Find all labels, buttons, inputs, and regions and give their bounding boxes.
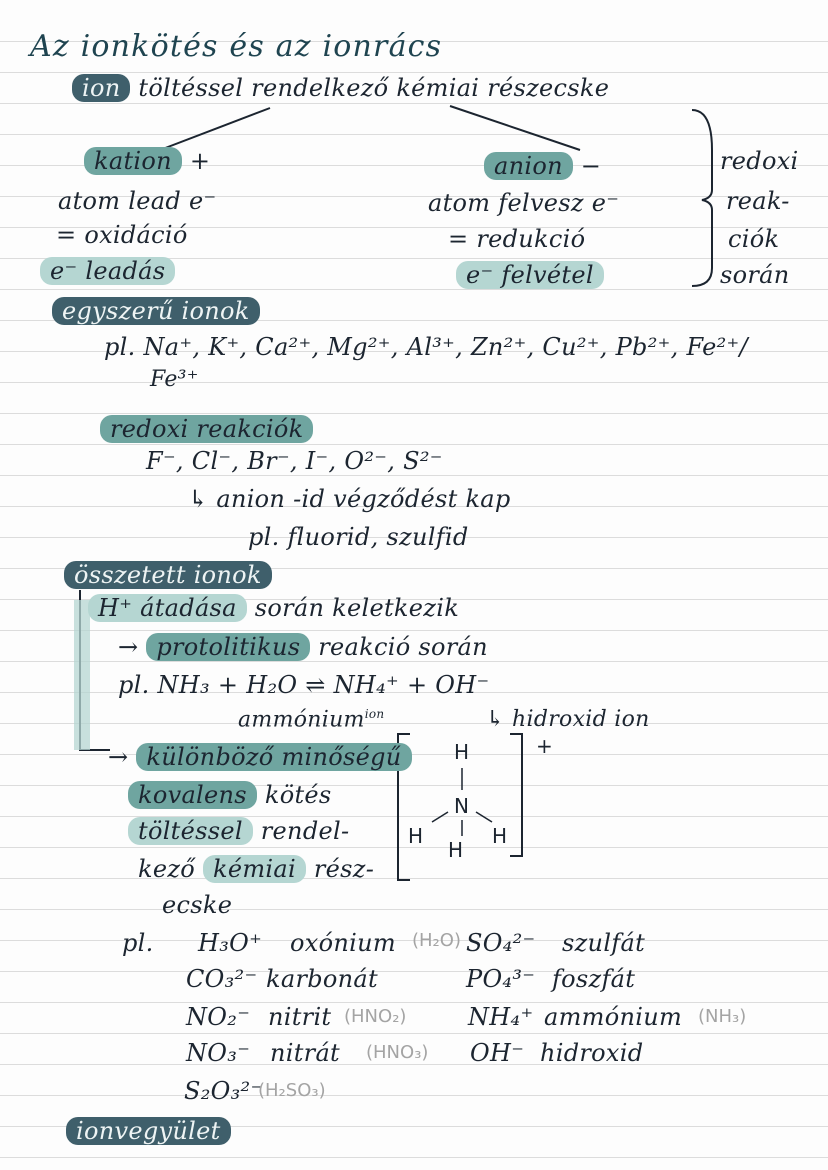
covalent-line-5: ecske xyxy=(162,891,233,919)
example-formula-7: NO₃⁻ xyxy=(186,1039,251,1067)
covalent-line-1: → különböző minőségű xyxy=(108,743,412,771)
ammonium-annotation: ammóniumion xyxy=(238,707,385,733)
covalent-line-2: kovalens kötés xyxy=(128,781,332,809)
kation-line2: = oxidáció xyxy=(56,221,188,249)
example-formula-5: NO₂⁻ xyxy=(186,1003,251,1031)
proton-transfer-line: H⁺ átadása során keletkezik xyxy=(88,594,460,622)
compound-ions-heading: összetett ionok xyxy=(64,561,272,589)
hydroxide-annotation: ↳ hidroxid ion xyxy=(486,707,650,732)
kation-label: kation xyxy=(84,147,182,175)
covalent-line-3: töltéssel rendel- xyxy=(128,817,350,845)
ion-term: ion xyxy=(72,74,131,102)
redox-note: ↳ anion -id végződést kap xyxy=(188,485,511,513)
intro-line: ion töltéssel rendelkező kémiai részecsk… xyxy=(72,74,610,102)
example-formula-3: CO₃²⁻ xyxy=(186,965,258,993)
bracket-note-2: reak- xyxy=(726,187,790,215)
bracket-note-3: ciók xyxy=(728,225,780,253)
bracket-note-4: során xyxy=(720,261,790,289)
example-source-9: (H₂SO₃) xyxy=(258,1080,326,1101)
structure-n-center: N xyxy=(454,794,469,818)
example-formula-9: S₂O₃²⁻ xyxy=(184,1077,264,1105)
example-source-5: (HNO₂) xyxy=(344,1006,407,1027)
example-formula-8: OH⁻ xyxy=(470,1039,525,1067)
kation-heading: kation + xyxy=(84,147,211,175)
covalent-highlight-3: töltéssel xyxy=(128,817,253,845)
anion-line1: atom felvesz e⁻ xyxy=(428,189,620,217)
kation-sign: + xyxy=(189,147,211,175)
simple-ions-label: egyszerű ionok xyxy=(52,297,260,325)
protolytic-arrow: → xyxy=(118,633,139,661)
structure-h-bottom: H xyxy=(448,838,464,862)
redox-anions: F⁻, Cl⁻, Br⁻, I⁻, O²⁻, S²⁻ xyxy=(146,447,443,475)
anion-label: anion xyxy=(484,152,573,180)
anion-heading: anion − xyxy=(484,152,602,180)
covalent-arrow: → xyxy=(108,743,129,771)
anion-line3: e⁻ felvétel xyxy=(456,261,604,289)
ammonium-superscript: ion xyxy=(364,707,385,721)
protolytic-rest: reakció során xyxy=(318,633,488,661)
simple-ions-example: pl. Na⁺, K⁺, Ca²⁺, Mg²⁺, Al³⁺, Zn²⁺, Cu²… xyxy=(104,333,748,361)
example-name-1: oxónium xyxy=(290,929,396,957)
kation-line3: e⁻ leadás xyxy=(40,257,176,285)
protolysis-reaction: pl. NH₃ + H₂O ⇌ NH₄⁺ + OH⁻ xyxy=(118,671,490,699)
structure-h-left: H xyxy=(408,824,424,848)
anion-line2: = redukció xyxy=(448,225,586,253)
protolytic-highlight: protolitikus xyxy=(146,633,311,661)
compound-ions-label: összetett ionok xyxy=(64,561,272,589)
examples-prefix: pl. xyxy=(122,929,154,957)
ion-definition: töltéssel rendelkező kémiai részecske xyxy=(138,74,610,102)
example-name-7: nitrát xyxy=(270,1039,341,1067)
covalent-line-2-rest: kötés xyxy=(264,781,332,809)
example-formula-4: PO₄³⁻ xyxy=(466,965,536,993)
footer-heading-label: ionvegyület xyxy=(66,1117,231,1145)
redox-label: redoxi reakciók xyxy=(100,415,314,443)
covalent-line-4-c: rész- xyxy=(313,855,375,883)
covalent-line-4: kező kémiai rész- xyxy=(138,855,375,883)
proton-transfer-highlight: H⁺ átadása xyxy=(88,594,247,622)
electron-gain-label: e⁻ felvétel xyxy=(456,261,604,289)
example-name-2: szulfát xyxy=(562,929,646,957)
ammonium-label: ammónium xyxy=(238,707,365,733)
example-source-6: (NH₃) xyxy=(698,1006,747,1027)
structure-charge: + xyxy=(536,734,553,758)
kation-line1: atom lead e⁻ xyxy=(58,187,217,215)
structure-h-right: H xyxy=(492,824,508,848)
example-name-4: foszfát xyxy=(552,965,636,993)
footer-heading: ionvegyület xyxy=(66,1117,231,1145)
covalent-line-4-a: kező xyxy=(138,855,196,883)
simple-ions-heading: egyszerű ionok xyxy=(52,297,260,325)
covalent-highlight-2: kovalens xyxy=(128,781,257,809)
redox-heading: redoxi reakciók xyxy=(100,415,314,443)
example-name-6: ammónium xyxy=(544,1003,683,1031)
example-name-3: karbonát xyxy=(266,965,378,993)
proton-transfer-rest: során keletkezik xyxy=(254,594,460,622)
anion-sign: − xyxy=(580,152,602,180)
protolytic-line: → protolitikus reakció során xyxy=(118,633,488,661)
covalent-highlight-4: kémiai xyxy=(202,855,306,883)
example-name-5: nitrit xyxy=(268,1003,332,1031)
example-source-7: (HNO₃) xyxy=(366,1042,429,1063)
structure-h-top: H xyxy=(454,740,470,764)
covalent-highlight-1: különböző minőségű xyxy=(136,743,412,771)
electron-loss-label: e⁻ leadás xyxy=(40,257,176,285)
example-formula-2: SO₄²⁻ xyxy=(466,929,536,957)
bracket-note-1: redoxi xyxy=(720,147,799,175)
example-formula-6: NH₄⁺ xyxy=(468,1003,534,1031)
simple-ions-example-cont: Fe³⁺ xyxy=(150,367,199,392)
example-formula-1: H₃O⁺ xyxy=(198,929,263,957)
example-name-8: hidroxid xyxy=(540,1039,644,1067)
covalent-line-3-rest: rendel- xyxy=(260,817,350,845)
redox-example: pl. fluorid, szulfid xyxy=(248,523,469,551)
example-source-1: (H₂O) xyxy=(412,930,461,951)
page-title: Az ionkötés és az ionrács xyxy=(30,29,443,64)
